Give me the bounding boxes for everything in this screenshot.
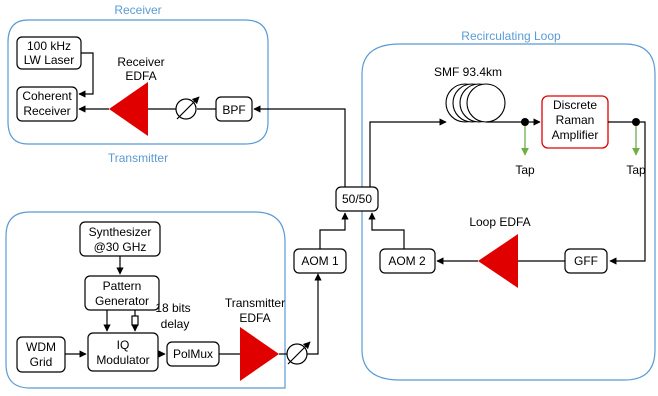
loop-edfa-amplifier [478, 234, 518, 288]
delay-element [131, 315, 139, 326]
pattern-generator-label-1: Pattern [103, 279, 142, 293]
coupler-box [335, 186, 379, 212]
aom1-label: AOM 1 [301, 254, 339, 268]
aom2-box [379, 248, 436, 274]
receiver-attenuator [175, 98, 197, 120]
iq-modulator-label-2: Modulator [96, 353, 149, 367]
wdm-grid-label-1: WDM [26, 340, 56, 354]
tap2-label: Tap [626, 163, 646, 177]
receiver-edfa-amplifier [109, 82, 148, 136]
pattern-generator-box [84, 275, 160, 311]
raman-label-3: Amplifier [552, 128, 599, 142]
coherent-receiver-label-1: Coherent [22, 89, 72, 103]
coherent-receiver-box [16, 86, 78, 122]
synthesizer-label-1: Synthesizer [89, 225, 152, 239]
tap1-node [521, 118, 529, 126]
bpf-label: BPF [222, 103, 245, 117]
synthesizer-label-2: @30 GHz [94, 240, 147, 254]
aom2-to-coupler-wire [368, 212, 405, 249]
coherent-receiver-label-2: Receiver [23, 104, 70, 118]
coupler-label: 50/50 [342, 192, 372, 206]
transmitter-region [5, 211, 286, 389]
delay-label-2: delay [161, 317, 190, 331]
loop-region [361, 43, 656, 381]
transmitter-edfa-label-1: Transmitter [225, 296, 285, 310]
transmitter-edfa-label-2: EDFA [239, 311, 270, 325]
lw-laser-label-2: LW Laser [24, 53, 74, 67]
coupler-to-smf-wire [369, 118, 447, 187]
loop-edfa-label: Loop EDFA [469, 215, 530, 229]
gff-label: GFF [574, 254, 598, 268]
transmitter-edfa-amplifier [240, 327, 279, 381]
iq-modulator-box [87, 332, 159, 372]
tap2-node [632, 118, 640, 126]
transmitter-region-label: Transmitter [108, 151, 168, 165]
wdm-grid-label-2: Grid [30, 355, 53, 369]
aom1-to-coupler-wire [319, 212, 349, 249]
smf-spool [445, 83, 506, 123]
receiver-attenuator-arrow [176, 96, 200, 120]
laser-to-receiver-wire [78, 52, 94, 98]
tap2-to-gff-wire [609, 121, 646, 265]
tap1-label: Tap [515, 163, 535, 177]
polmux-label: PolMux [173, 347, 213, 361]
bpf-box [215, 96, 253, 122]
aom2-label: AOM 2 [388, 254, 426, 268]
iq-modulator-label-1: IQ [117, 338, 130, 352]
raman-label-1: Discrete [553, 98, 597, 112]
receiver-region [7, 19, 269, 145]
coupler-to-bpf-wire [253, 105, 346, 190]
receiver-edfa-label-1: Receiver [117, 55, 164, 69]
lw-laser-label-1: 100 kHz [27, 39, 71, 53]
transmitter-attenuator [286, 343, 308, 365]
receiver-edfa-label-2: EDFA [125, 69, 156, 83]
pattern-generator-label-2: Generator [95, 294, 149, 308]
attenuator-to-aom1-wire [307, 273, 322, 355]
loop-region-label: Recirculating Loop [461, 29, 561, 43]
transmitter-attenuator-arrow [287, 341, 311, 365]
receiver-region-label: Receiver [114, 3, 161, 17]
raman-label-2: Raman [556, 113, 595, 127]
smf-label: SMF 93.4km [434, 65, 502, 79]
delay-label-1: 18 bits [155, 301, 190, 315]
